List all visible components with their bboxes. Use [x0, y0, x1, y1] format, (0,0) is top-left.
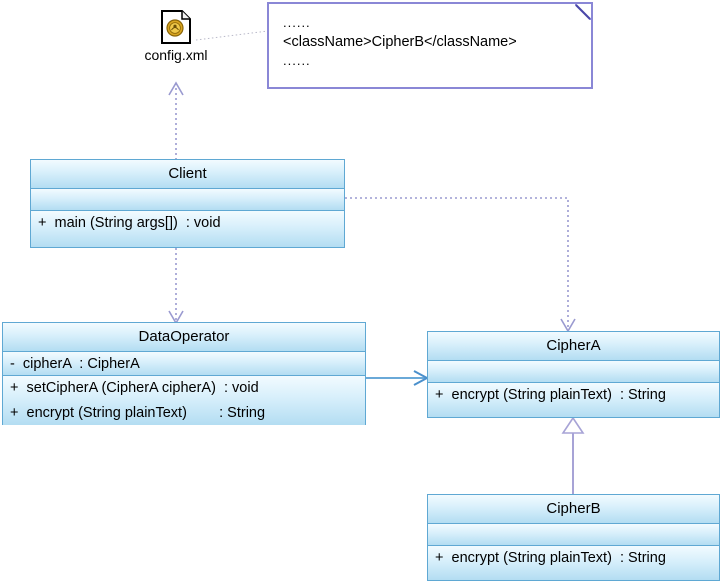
class-operations-cipherb: + encrypt (String plainText) : String [428, 546, 719, 580]
class-name-ciphera: CipherA [428, 332, 719, 361]
class-attributes-dataoperator: - cipherA : CipherA [3, 352, 365, 376]
note-line-2: <className>CipherB</className> [283, 34, 517, 50]
note-line-3: ...... [283, 53, 311, 68]
class-attributes-client [31, 189, 344, 211]
note-line-1: ...... [283, 15, 311, 30]
operation-row: + encrypt (String plainText) : String [435, 387, 666, 403]
class-operations-ciphera: + encrypt (String plainText) : String [428, 383, 719, 417]
generalization-cipherb-to-ciphera-arrowhead [561, 416, 585, 434]
class-box-cipherb[interactable]: CipherB + encrypt (String plainText) : S… [427, 494, 720, 581]
note-fold-corner [575, 4, 591, 20]
operation-row: + setCipherA (CipherA cipherA) : void [10, 380, 259, 396]
dependency-client-to-ciphera-arrowhead [560, 318, 576, 333]
class-name-cipherb: CipherB [428, 495, 719, 524]
dependency-client-to-ciphera [345, 197, 569, 330]
class-box-client[interactable]: Client + main (String args[]) : void [30, 159, 345, 248]
config-xml-label: config.xml [144, 47, 208, 63]
attribute-row: - cipherA : CipherA [10, 356, 140, 372]
class-box-ciphera[interactable]: CipherA + encrypt (String plainText) : S… [427, 331, 720, 418]
class-operations-dataoperator: + setCipherA (CipherA cipherA) : void + … [3, 376, 365, 425]
class-attributes-cipherb [428, 524, 719, 546]
class-attributes-ciphera [428, 361, 719, 383]
class-box-dataoperator[interactable]: DataOperator - cipherA : CipherA + setCi… [2, 322, 366, 425]
operation-row: + main (String args[]) : void [38, 215, 221, 231]
association-dataoperator-to-ciphera-arrowhead [413, 370, 430, 386]
config-xml-node[interactable]: config.xml [131, 10, 221, 64]
note-body: ...... <className>CipherB</className> ..… [269, 4, 591, 70]
class-name-client: Client [31, 160, 344, 189]
class-operations-client: + main (String args[]) : void [31, 211, 344, 247]
operation-row: + encrypt (String plainText) : String [435, 550, 666, 566]
note-box: ...... <className>CipherB</className> ..… [267, 2, 593, 89]
operation-row: + encrypt (String plainText) : String [10, 405, 266, 421]
xml-file-icon [160, 10, 192, 44]
class-name-dataoperator: DataOperator [3, 323, 365, 352]
dependency-client-to-config-arrowhead [168, 81, 184, 96]
